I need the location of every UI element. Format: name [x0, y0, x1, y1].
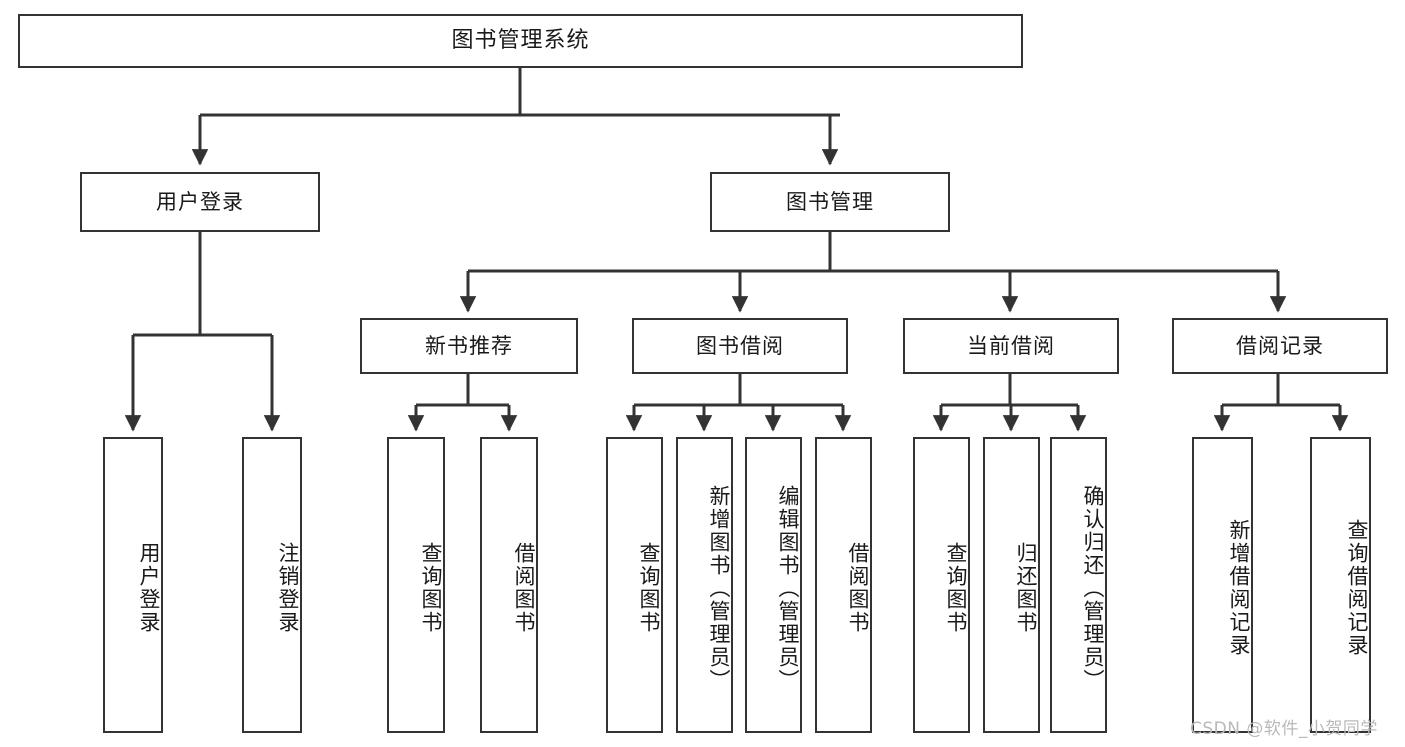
node-leaf-add-book[interactable]: 新增图书（管理员）	[676, 437, 733, 733]
node-leaf-query-record[interactable]: 查询借阅记录	[1310, 437, 1371, 733]
node-leaf-query-book-rec[interactable]: 查询图书	[387, 437, 445, 733]
node-leaf-borrow-book-rec[interactable]: 借阅图书	[480, 437, 538, 733]
node-leaf-edit-book[interactable]: 编辑图书（管理员）	[745, 437, 802, 733]
node-borrow-record[interactable]: 借阅记录	[1172, 318, 1388, 374]
node-leaf-user-login[interactable]: 用户登录	[103, 437, 163, 733]
node-root[interactable]: 图书管理系统	[18, 14, 1023, 68]
node-user-login[interactable]: 用户登录	[80, 172, 320, 232]
node-current-borrow[interactable]: 当前借阅	[903, 318, 1119, 374]
csdn-watermark: CSDN @软件_小贺同学	[1190, 719, 1378, 739]
node-leaf-query-book-borrow[interactable]: 查询图书	[606, 437, 663, 733]
node-book-borrow[interactable]: 图书借阅	[632, 318, 848, 374]
node-leaf-borrow-book[interactable]: 借阅图书	[815, 437, 872, 733]
node-leaf-logout[interactable]: 注销登录	[242, 437, 302, 733]
node-book-manage[interactable]: 图书管理	[710, 172, 950, 232]
node-leaf-add-record[interactable]: 新增借阅记录	[1192, 437, 1253, 733]
node-leaf-return-book[interactable]: 归还图书	[983, 437, 1040, 733]
node-leaf-confirm-return[interactable]: 确认归还（管理员）	[1050, 437, 1107, 733]
node-new-book-rec[interactable]: 新书推荐	[360, 318, 578, 374]
node-leaf-query-book-cur[interactable]: 查询图书	[913, 437, 970, 733]
